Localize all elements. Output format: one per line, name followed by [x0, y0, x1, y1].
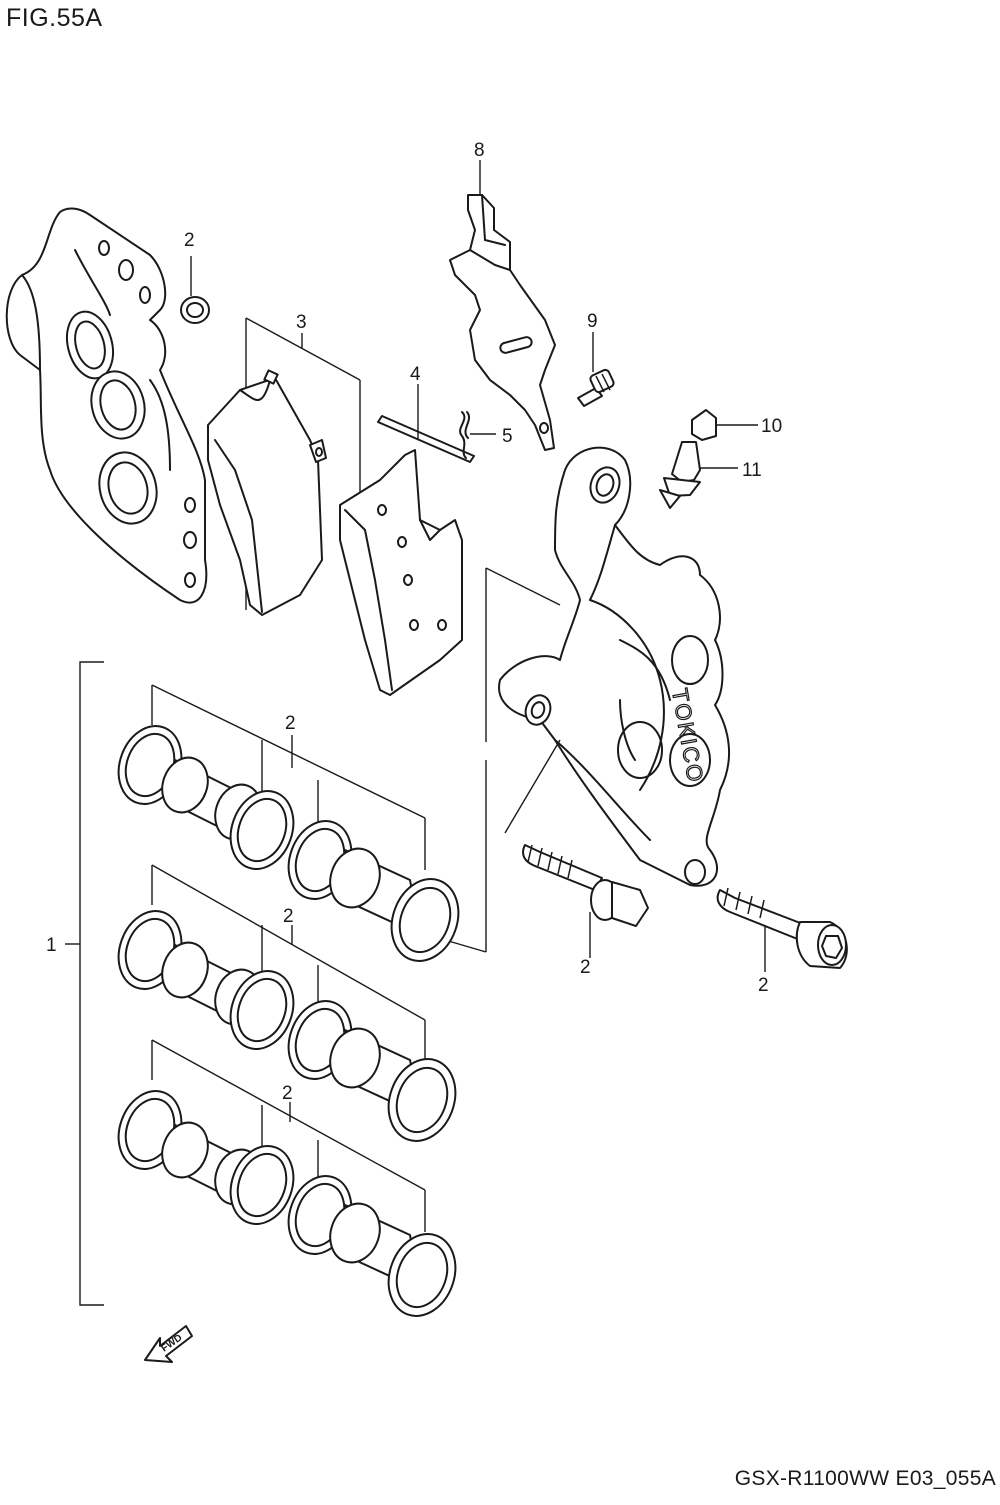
part-1-piston-set-bracket: [65, 661, 104, 1306]
callout-4: 4: [410, 364, 421, 385]
fwd-direction-arrow: FWD: [144, 1325, 193, 1363]
callout-9: 11: [742, 460, 762, 481]
callout-2c: 2: [283, 906, 294, 927]
callout-1: 1: [46, 935, 57, 956]
callout-10: 10: [761, 416, 782, 437]
brake-pad-outer: [207, 369, 327, 616]
model-code: GSX-R1100WW E03_055A: [734, 1467, 996, 1490]
piston-group-2: [117, 864, 457, 1142]
callout-5: 5: [502, 426, 513, 447]
callout-7: 8: [474, 140, 485, 161]
callout-8: 9: [587, 311, 598, 332]
callout-6: 2: [758, 975, 769, 996]
part-11-mounting-bolt: [522, 844, 649, 958]
figure-title: FIG.55A: [6, 4, 103, 32]
part-10-bleeder-cap: [691, 409, 758, 441]
part-9-bleeder-valve: [659, 441, 738, 509]
piston-group-1: [117, 684, 460, 962]
caliper-right-half: TOKICO: [498, 446, 731, 887]
part-6-mounting-bolt: [716, 887, 848, 972]
piston-group-3: [117, 1039, 457, 1317]
part-8-screw: [577, 332, 615, 407]
callout-2b: 2: [285, 713, 296, 734]
brake-pad-inner: [339, 449, 463, 696]
caliper-left-half: [5, 207, 208, 604]
part-5-pin-clip: [459, 411, 496, 459]
caliper-assembly-bracket: [444, 567, 561, 953]
callout-11: 2: [580, 957, 591, 978]
callout-3: 3: [296, 312, 307, 333]
part-4-pad-pin: [377, 384, 475, 463]
part-2-dust-seal-cap: [180, 256, 210, 324]
part-7-pad-spring: [449, 160, 556, 451]
callout-2a: 2: [184, 230, 195, 251]
callout-2d: 2: [282, 1083, 293, 1104]
